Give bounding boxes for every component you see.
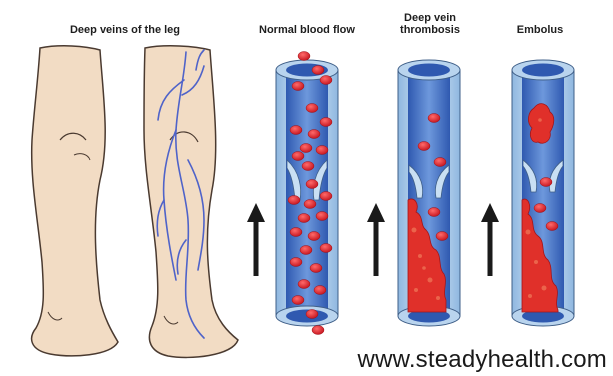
legs-label: Deep veins of the leg — [40, 24, 210, 36]
right-leg — [144, 46, 238, 358]
vessel-embolus — [512, 60, 574, 326]
arrow-up-icon — [247, 203, 265, 276]
watermark: www.steadyhealth.com — [358, 346, 607, 374]
left-leg — [32, 46, 151, 356]
dvt-label-line1: Deep vein — [384, 12, 476, 24]
arrow-up-icon — [481, 203, 499, 276]
dvt-label: Deep vein thrombosis — [384, 12, 476, 36]
normal-flow-label: Normal blood flow — [248, 24, 366, 36]
dvt-label-line2: thrombosis — [384, 24, 476, 36]
embolus-label: Embolus — [498, 24, 582, 36]
arrow-up-icon — [367, 203, 385, 276]
vessel-dvt — [398, 60, 460, 326]
